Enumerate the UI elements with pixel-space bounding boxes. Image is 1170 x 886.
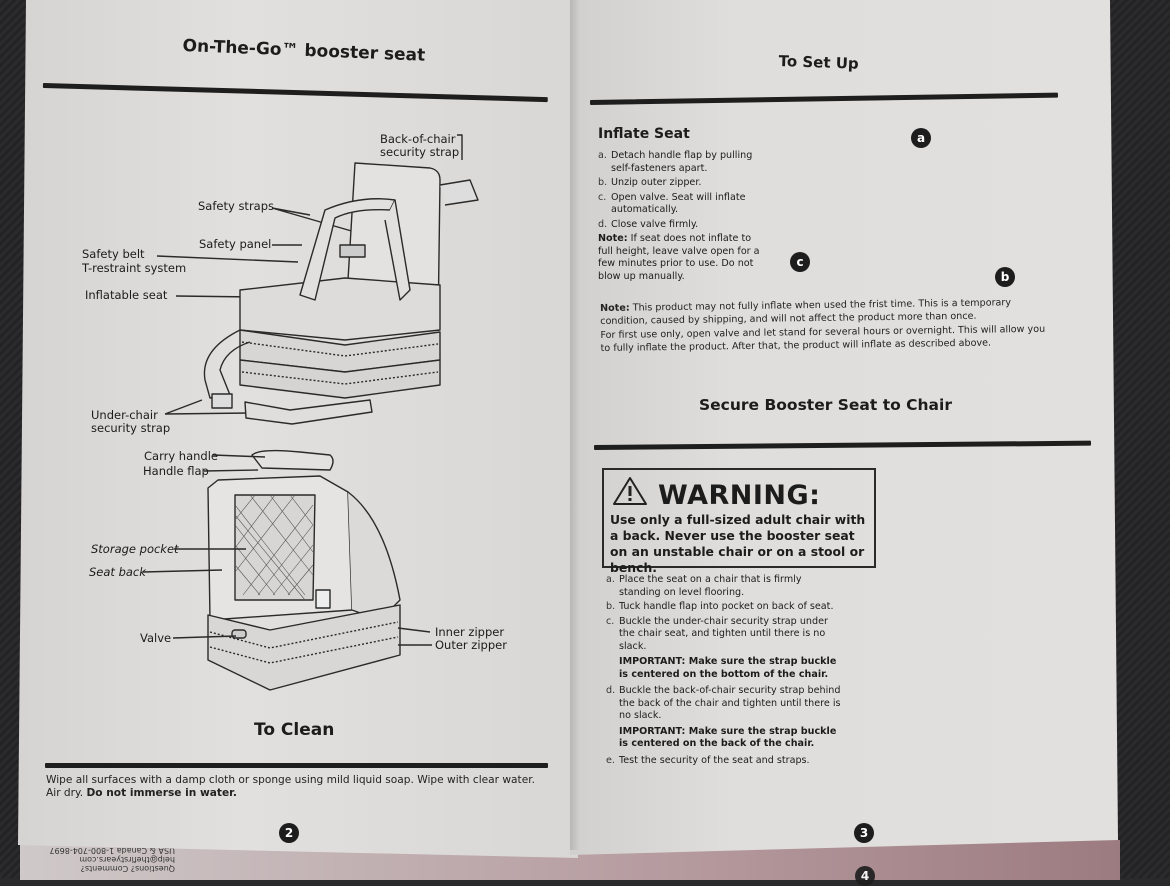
callout-c: c bbox=[790, 252, 810, 272]
secure-step: c. Buckle the under-chair security strap … bbox=[606, 616, 846, 682]
warning-triangle-icon bbox=[613, 477, 647, 505]
right-page bbox=[570, 0, 1118, 855]
label-outer-zipper: Outer zipper bbox=[435, 638, 507, 652]
step-text: Buckle the back-of-chair security strap … bbox=[619, 685, 841, 721]
step-text: Unzip outer zipper. bbox=[611, 177, 702, 188]
label-safety-straps: Safety straps bbox=[198, 199, 275, 213]
page-number-badge: 2 bbox=[279, 823, 299, 843]
label-under-chair-strap-2: security strap bbox=[91, 421, 171, 435]
step-text: Open valve. Seat will inflate automatica… bbox=[611, 191, 746, 216]
label-valve: Valve bbox=[140, 631, 172, 645]
step-key: a. bbox=[606, 574, 615, 585]
step-key: c. bbox=[598, 191, 607, 203]
secure-step: b.Tuck handle flap into pocket on back o… bbox=[606, 601, 846, 614]
important-note: IMPORTANT: Make sure the strap buckle is… bbox=[619, 656, 837, 680]
label-t-restraint: T-restraint system bbox=[82, 261, 187, 275]
warning-title: WARNING: bbox=[658, 480, 821, 511]
label-safety-panel: Safety panel bbox=[199, 237, 272, 251]
secure-step: e. Test the security of the seat and stra… bbox=[606, 755, 846, 768]
step-text: Detach handle flap by pulling self-faste… bbox=[611, 150, 753, 174]
step-key: b. bbox=[606, 601, 616, 612]
page-number-badge: 3 bbox=[854, 823, 874, 843]
note-label: Note: bbox=[600, 302, 630, 314]
label-inner-zipper: Inner zipper bbox=[435, 625, 505, 639]
clean-warning: Do not immerse in water. bbox=[86, 787, 237, 799]
clean-rule bbox=[45, 763, 548, 768]
leader-line bbox=[457, 134, 463, 160]
note-text: This product may not fully inflate when … bbox=[600, 297, 1012, 327]
label-storage-pocket: Storage pocket bbox=[91, 542, 179, 556]
secure-step: d.Buckle the back-of-chair security stra… bbox=[606, 685, 846, 751]
next-page-number-badge: 4 bbox=[855, 866, 875, 886]
step-text: Test the security of the seat and straps… bbox=[619, 754, 810, 766]
callout-b: b bbox=[995, 267, 1015, 287]
step-key: c. bbox=[606, 615, 615, 627]
inflate-note: Note: If seat does not inflate to full h… bbox=[598, 233, 763, 283]
heading-to-clean: To Clean bbox=[254, 720, 335, 740]
step-text: Place the seat on a chair that is firmly… bbox=[619, 574, 802, 598]
note-text: If seat does not inflate to full height,… bbox=[598, 233, 760, 282]
label-safety-belt: Safety belt bbox=[82, 247, 145, 261]
important-note: IMPORTANT: Make sure the strap buckle is… bbox=[619, 725, 837, 750]
secure-steps: a. Place the seat on a chair that is firm… bbox=[606, 574, 846, 769]
heading-secure-booster: Secure Booster Seat to Chair bbox=[699, 396, 952, 414]
callout-a: a bbox=[911, 128, 931, 148]
warning-text: Use only a full-sized adult chair with a… bbox=[610, 512, 866, 575]
inflate-step: b.Unzip outer zipper. bbox=[598, 177, 763, 190]
step-key: e. bbox=[606, 754, 615, 766]
clean-text-line1: Wipe all surfaces with a damp cloth or s… bbox=[46, 774, 535, 786]
label-seat-back: Seat back bbox=[89, 565, 146, 579]
step-key: b. bbox=[598, 177, 608, 188]
page-title-to-set-up: To Set Up bbox=[778, 52, 860, 73]
step-text: Close valve firmly. bbox=[611, 218, 699, 230]
inflate-step: d.Close valve firmly. bbox=[598, 219, 763, 232]
step-text: Tuck handle flap into pocket on back of … bbox=[619, 601, 834, 612]
step-key: d. bbox=[598, 218, 608, 230]
clean-instructions: Wipe all surfaces with a damp cloth or s… bbox=[46, 774, 546, 800]
label-inflatable-seat: Inflatable seat bbox=[85, 288, 168, 302]
label-back-of-chair-strap: Back-of-chair security strap bbox=[380, 132, 460, 159]
step-key: a. bbox=[598, 150, 607, 161]
clean-text-line2: Air dry. bbox=[46, 787, 87, 799]
label-handle-flap: Handle flap bbox=[143, 464, 209, 478]
inflate-step: a. Detach handle flap by pulling self-fas… bbox=[598, 150, 763, 175]
first-use-note: Note: This product may not fully inflate… bbox=[600, 297, 1046, 355]
page-fold-shadow bbox=[570, 0, 580, 850]
inflate-step: c. Open valve. Seat will inflate automati… bbox=[598, 192, 763, 217]
label-under-chair-strap: Under-chair bbox=[91, 408, 158, 422]
heading-inflate-seat: Inflate Seat bbox=[598, 126, 690, 142]
warning-box: WARNING: Use only a full-sized adult cha… bbox=[602, 468, 876, 575]
label-carry-handle: Carry handle bbox=[144, 449, 218, 463]
inflate-steps: a. Detach handle flap by pulling self-fas… bbox=[598, 150, 763, 285]
left-page bbox=[18, 0, 578, 858]
secure-step: a. Place the seat on a chair that is firm… bbox=[606, 574, 846, 599]
step-key: d. bbox=[606, 685, 616, 696]
note-label: Note: bbox=[598, 233, 628, 244]
step-text: Buckle the under-chair security strap un… bbox=[619, 615, 828, 652]
